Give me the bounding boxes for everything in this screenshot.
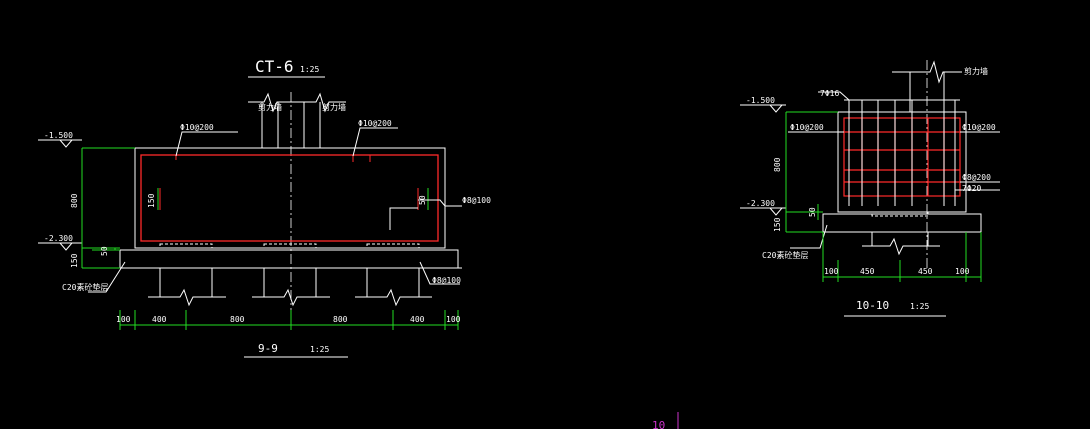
- left-elev-top: -1.500: [44, 131, 73, 140]
- left-title: CT-6: [255, 57, 294, 76]
- right-bottom-dim-line: [822, 232, 982, 282]
- right-section-title: 10-10: [856, 299, 889, 312]
- left-title-scale: 1:25: [300, 65, 319, 74]
- right-cushion-label: C20素砼垫层: [762, 250, 808, 260]
- left-bottom-dim-3: 800: [333, 315, 348, 324]
- left-wall-stub: [248, 92, 346, 148]
- left-cushion-layer: [115, 249, 462, 269]
- page-number-group: 10: [652, 412, 679, 429]
- left-elev-bot: -2.300: [44, 234, 73, 243]
- left-elevation-marks: [38, 139, 82, 251]
- right-detail: 剪力墙: [740, 60, 1000, 317]
- left-bottom-dim-0: 100: [116, 315, 131, 324]
- right-vertical-dims: [785, 111, 838, 233]
- right-dim-50: 50: [808, 207, 817, 217]
- left-bottom-dim-line: [119, 310, 459, 330]
- right-rebar-right-3: 7Φ20: [962, 184, 981, 193]
- right-section-scale: 1:25: [910, 302, 929, 311]
- left-rebar-side: Φ8@100: [462, 196, 491, 205]
- left-cushion-label: C20素砼垫层: [62, 282, 108, 292]
- left-bottom-dim-1: 400: [152, 315, 167, 324]
- left-bottom-dim-5: 100: [446, 315, 461, 324]
- right-rebar-right-2: Φ8@200: [962, 173, 991, 182]
- left-rebar-hooks: [159, 155, 419, 210]
- left-section-scale: 1:25: [310, 345, 329, 354]
- right-elev-top: -1.500: [746, 96, 775, 105]
- left-piles: [148, 243, 432, 307]
- right-rebar-cage: [843, 117, 961, 197]
- left-rebar-top-right: Φ10@200: [358, 119, 392, 128]
- left-dim-height: 800: [70, 193, 79, 208]
- right-elevation-marks: [740, 104, 786, 216]
- left-rebar-stirrup: Φ8@100: [432, 276, 461, 285]
- left-dim-150: 150: [70, 253, 79, 268]
- right-rebar-left: Φ10@200: [790, 123, 824, 132]
- right-rebar-bars: [844, 99, 960, 206]
- left-detail: CT-6 1:25 剪力墙 剪力墙: [38, 57, 491, 358]
- left-rebar-cage: [140, 154, 439, 242]
- left-pile-cap: [134, 147, 446, 249]
- right-rebar-leaders: [788, 91, 1000, 249]
- left-dim-50: 50: [100, 246, 109, 256]
- right-elev-bot: -2.300: [746, 199, 775, 208]
- right-dim-height: 800: [773, 157, 782, 172]
- right-dim-150: 150: [773, 217, 782, 232]
- left-bottom-dim-2: 800: [230, 315, 245, 324]
- left-cushion-leader: [88, 261, 126, 293]
- right-bottom-dim-2: 450: [918, 267, 933, 276]
- left-vertical-dims: [81, 147, 135, 269]
- left-rebar-top-left: Φ10@200: [180, 123, 214, 132]
- right-cushion-pile: [822, 211, 982, 256]
- left-inner-150: 150: [147, 193, 156, 208]
- left-rebar-leaders: [175, 127, 462, 285]
- right-wall-label: 剪力墙: [964, 66, 988, 76]
- left-section-title: 9-9: [258, 342, 278, 355]
- right-rebar-right-1: Φ10@200: [962, 123, 996, 132]
- page-number: 10: [652, 419, 665, 429]
- left-bottom-dim-4: 400: [410, 315, 425, 324]
- right-bottom-dim-1: 450: [860, 267, 875, 276]
- left-wall-label-left: 剪力墙: [258, 102, 282, 112]
- left-wall-label-right: 剪力墙: [322, 102, 346, 112]
- right-rebar-top: 7Φ16: [820, 89, 839, 98]
- right-bottom-dim-3: 100: [955, 267, 970, 276]
- right-pile-cap: [837, 111, 967, 213]
- right-bottom-dim-0: 100: [824, 267, 839, 276]
- left-inner-dims: [157, 188, 429, 210]
